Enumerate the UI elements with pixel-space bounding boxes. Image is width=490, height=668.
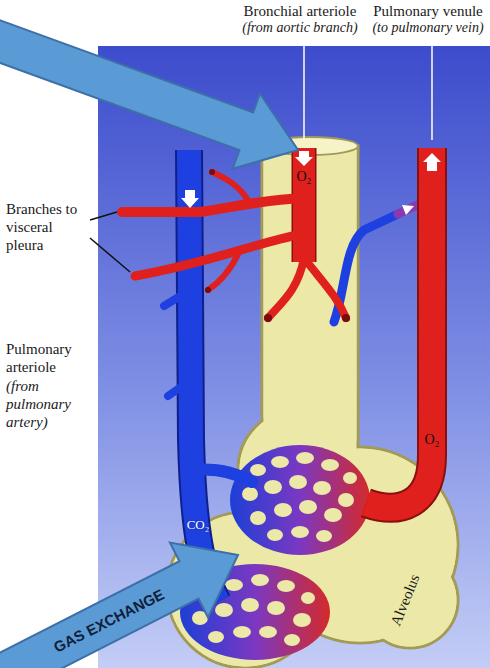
gas-label: O₂ [297, 169, 312, 186]
vessel-branch [304, 258, 346, 318]
vessel-body [293, 148, 315, 262]
mesh-hole [233, 626, 251, 638]
mesh-hole [291, 526, 309, 538]
mesh-hole [250, 511, 266, 525]
flow-arrow [295, 151, 313, 166]
mesh-hole [267, 529, 283, 541]
vessel-label: Bronchial arteriole [244, 2, 357, 20]
pleura-branch [122, 198, 304, 212]
vessel-note: (to pulmonary vein) [372, 20, 483, 37]
pulmonary-venule [366, 148, 432, 508]
mesh-hole [301, 592, 315, 604]
mesh-hole [343, 472, 357, 484]
mesh-hole [313, 481, 331, 495]
branch-label: Branches to visceral pleura [6, 200, 88, 254]
vessel-branch [208, 250, 240, 290]
flow-arrow [402, 205, 414, 215]
vessel-end [342, 314, 350, 322]
mesh-hole [271, 456, 289, 468]
vessel-note: (from aortic branch) [242, 20, 357, 37]
bronchial-arteriole [122, 148, 346, 318]
pointer-arrow-shape [0, 518, 257, 668]
flow-arrows [181, 151, 441, 215]
mesh-hole [293, 613, 311, 627]
pointer-arrow [0, 518, 257, 668]
vessel-body [366, 148, 432, 508]
mesh-hole [284, 634, 300, 646]
leader-line [90, 238, 130, 272]
mesh-hole [241, 598, 259, 612]
vessel-branch [168, 380, 191, 396]
vessel-label: Pulmonary arteriole [6, 340, 90, 376]
mesh-hole [251, 574, 269, 586]
gas-label: CO₂ [187, 517, 210, 533]
vessel-branch [192, 470, 252, 483]
vessel-branch [164, 290, 190, 306]
vessel-branch [268, 258, 304, 318]
mesh-hole [316, 530, 332, 542]
leader-line [90, 212, 117, 220]
mesh-hole [321, 459, 339, 471]
mesh-hole [277, 580, 295, 592]
alveolus-fill-lobe [364, 554, 457, 647]
mesh-hole [225, 579, 243, 591]
vessel-branch [212, 172, 250, 204]
vessel-end [209, 169, 215, 175]
leader-line [303, 44, 305, 140]
flow-arrow [181, 190, 199, 208]
capillary-bed [230, 445, 370, 555]
mesh-hole [264, 480, 282, 494]
mesh-hole [289, 475, 307, 489]
pleura-branch [135, 234, 302, 276]
pulmonary-arteriole [164, 150, 252, 602]
vessel-edge [189, 150, 218, 602]
gas-label: O₂ [425, 432, 440, 449]
capillary-mesh [242, 452, 357, 542]
vessel-end [205, 287, 211, 293]
mesh-hole [242, 487, 258, 501]
leader-line [431, 44, 433, 140]
mesh-hole [208, 631, 224, 643]
vessel-body [189, 150, 218, 602]
vessel-end [264, 314, 272, 322]
mesh-hole [274, 503, 292, 517]
vessel-ends [205, 169, 350, 322]
bronchial-vein [334, 200, 428, 322]
mesh-hole [299, 500, 317, 514]
flow-arrow [423, 153, 441, 171]
mesh-hole [215, 603, 233, 617]
mesh-hole [267, 601, 285, 615]
mesh-hole [324, 508, 342, 522]
vessel-edge [292, 148, 317, 262]
mesh-hole [259, 626, 277, 638]
vessel-label: Pulmonary venule [373, 2, 483, 20]
vessel-edge [366, 148, 432, 508]
mesh-hole [250, 464, 266, 476]
mesh-hole [296, 452, 314, 464]
mesh-hole [338, 493, 354, 507]
vessel-note: (from pulmonary artery) [6, 377, 90, 431]
